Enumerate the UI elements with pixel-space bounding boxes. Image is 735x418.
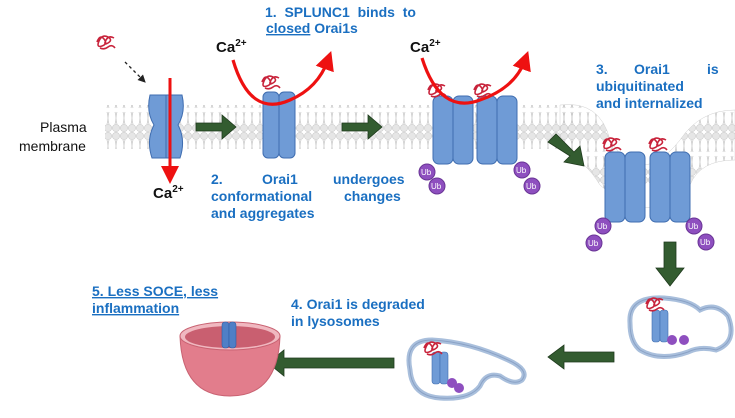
- late-endosome-orai1: [431, 351, 449, 385]
- calcium-label-2: Ca2+: [410, 38, 441, 56]
- late-endosome: [406, 337, 527, 401]
- plasma-membrane-label: Plasma: [40, 119, 87, 135]
- step-3-line-2: ubiquitinated: [596, 78, 684, 94]
- binding-dashed-arrow: [124, 61, 146, 83]
- membrane-invagination: [559, 104, 735, 208]
- svg-text:Ub: Ub: [597, 222, 608, 231]
- svg-text:Ub: Ub: [516, 166, 527, 175]
- process-arrow-2: [341, 114, 383, 140]
- svg-text:Ub: Ub: [700, 238, 711, 247]
- step-2-line-1: 2.: [211, 171, 223, 187]
- process-arrow-3: [547, 133, 585, 167]
- step-5-line-2: inflammation: [92, 300, 179, 316]
- step-2-line-2b: changes: [344, 188, 401, 204]
- lysosome: [179, 321, 281, 397]
- process-arrow-1: [195, 114, 237, 140]
- orai1-closed-channel: [262, 91, 296, 159]
- ubiquitin-chain-3: Ub Ub: [585, 217, 612, 252]
- splunc1-bound-1: [261, 75, 281, 90]
- step-1-line-1: 1. SPLUNC1 binds to: [265, 4, 416, 20]
- step-2-line-3: and aggregates: [211, 205, 315, 221]
- svg-text:Ub: Ub: [431, 182, 442, 191]
- ubiquitin-chain-1: Ub Ub: [418, 163, 446, 195]
- orai1-aggregate: [432, 95, 518, 165]
- calcium-blocked-arrow-1: [231, 50, 334, 106]
- step-2-line-1b: Orai1: [262, 171, 298, 187]
- orai1-internalized: [604, 151, 691, 223]
- plasma-membrane-label-2: membrane: [19, 138, 86, 154]
- svg-text:Ub: Ub: [526, 182, 537, 191]
- step-1-line-2: closed Orai1s: [266, 20, 358, 36]
- step-3-line-1c: is: [707, 61, 719, 77]
- step-2-line-2: conformational: [211, 188, 312, 204]
- early-endosome: [627, 295, 734, 359]
- svg-text:Ub: Ub: [688, 222, 699, 231]
- process-arrow-6: [267, 349, 395, 377]
- step-5-line-1: 5. Less SOCE, less: [92, 283, 218, 299]
- endosome-orai1: [651, 309, 669, 343]
- calcium-blocked-arrow-2: [420, 50, 531, 105]
- orai1-open-channel: [148, 94, 184, 159]
- step-4-line-1: 4. Orai1 is degraded: [291, 296, 425, 312]
- calcium-label-bottom: Ca2+: [153, 184, 184, 202]
- splunc1-internalized-2: [648, 137, 668, 152]
- svg-text:Ub: Ub: [421, 168, 432, 177]
- calcium-label-1: Ca2+: [216, 38, 247, 56]
- ubiquitin-chain-4: Ub Ub: [685, 217, 715, 251]
- late-endosome-ubiquitin: [447, 378, 464, 393]
- step-3-line-3: and internalized: [596, 95, 703, 111]
- svg-text:Ub: Ub: [588, 239, 599, 248]
- step-3-line-1b: Orai1: [634, 61, 670, 77]
- ubiquitin-chain-2: Ub Ub: [513, 161, 541, 195]
- step-3-line-1: 3.: [596, 61, 608, 77]
- process-arrow-5: [547, 344, 615, 370]
- step-4-line-2: in lysosomes: [291, 313, 380, 329]
- endosome-ubiquitin: [667, 335, 689, 345]
- splunc1-free: [96, 35, 116, 50]
- process-arrow-4: [655, 241, 685, 287]
- step-2-line-1c: undergoes: [333, 171, 405, 187]
